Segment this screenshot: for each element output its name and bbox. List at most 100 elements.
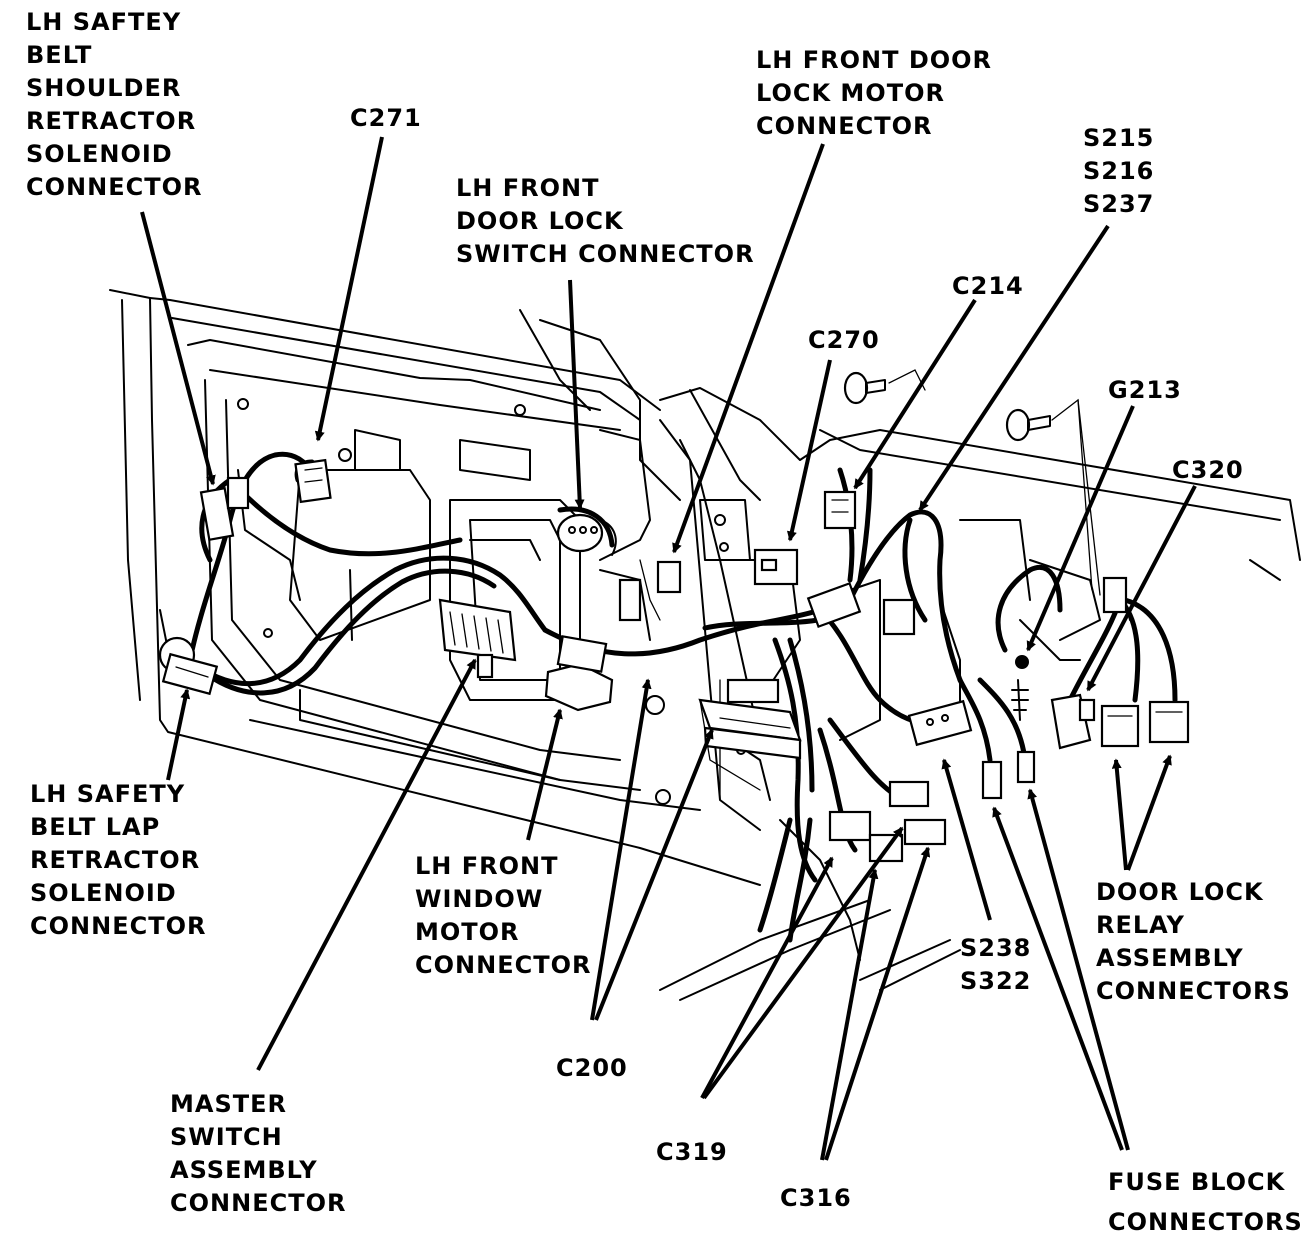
label-lh-shoulder-retractor-line-4: RETRACTOR [26, 107, 197, 135]
arrow-lock-motor [672, 143, 825, 554]
connector-fuse-block [981, 750, 1036, 800]
label-lh-lock-switch-line-3: SWITCH CONNECTOR [456, 240, 755, 268]
label-fuse-block-line-2: CONNECTORS [1108, 1208, 1303, 1236]
door-panel [109, 289, 761, 886]
label-lh-shoulder-retractor: LH SAFTEY BELT SHOULDER RETRACTOR SOLENOID CO… [26, 6, 202, 204]
label-fuse-block-line-1: FUSE BLOCK [1108, 1168, 1286, 1196]
arrow-c316-a [820, 868, 879, 1161]
arrow-lock-switch [568, 279, 585, 510]
arrow-c200-a [590, 678, 652, 1021]
arrow-c271 [314, 136, 384, 442]
label-lh-lock-motor-line-2: LOCK MOTOR [756, 79, 945, 107]
label-g213-line-1: G213 [1108, 376, 1182, 404]
arrow-door-relay-a [1111, 758, 1128, 871]
arrow-master-switch [256, 658, 477, 1071]
label-lh-lock-motor-line-1: LH FRONT DOOR [756, 46, 993, 74]
label-c270-line-1: C270 [808, 326, 880, 354]
label-lh-lap-retractor-line-2: BELT LAP [30, 813, 161, 841]
label-s238-s322-line-1: S238 [960, 934, 1032, 962]
label-lh-lap-retractor-line-1: LH SAFETY [30, 780, 186, 808]
arrow-s238 [941, 758, 992, 921]
label-lh-window-motor-line-1: LH FRONT [415, 852, 559, 880]
arrow-fuse-block-b [1027, 788, 1130, 1151]
label-c270: C270 [808, 324, 880, 357]
arrow-door-relay-b [1126, 754, 1172, 871]
label-lh-lock-switch: LH FRONT DOOR LOCK SWITCH CONNECTOR [456, 172, 755, 271]
label-lh-shoulder-retractor-line-6: CONNECTOR [26, 173, 203, 201]
label-c214: C214 [952, 270, 1024, 303]
label-lh-lap-retractor-line-4: SOLENOID [30, 879, 177, 907]
screw-g213 [1005, 408, 1051, 442]
connector-master-switch [438, 598, 517, 679]
label-lh-lap-retractor-line-3: RETRACTOR [30, 846, 201, 874]
label-s238-s322-line-2: S322 [960, 967, 1032, 995]
label-c271: C271 [350, 102, 422, 135]
label-lh-shoulder-retractor-line-3: SHOULDER [26, 74, 182, 102]
connector-window-motor [544, 635, 614, 712]
connector-lock-switch [556, 513, 617, 556]
connector-c270 [753, 548, 799, 586]
arrow-c320 [1086, 485, 1197, 692]
connector-c316 [888, 780, 947, 846]
connector-c214 [823, 490, 857, 530]
label-door-lock-relay-line-2: RELAY [1096, 911, 1185, 939]
label-c320: C320 [1172, 454, 1244, 487]
label-c319-line-1: C319 [656, 1138, 728, 1166]
arrow-window-motor [526, 708, 563, 841]
label-c200: C200 [556, 1052, 628, 1085]
arrow-s215 [918, 224, 1110, 512]
arrow-shoulder-retractor [140, 211, 216, 486]
connector-c319 [828, 810, 904, 863]
label-c316-line-1: C316 [780, 1184, 852, 1212]
connector-c320 [1050, 693, 1096, 750]
splice-s215 [1102, 576, 1128, 614]
ground-g213 [1011, 655, 1029, 721]
label-lh-shoulder-retractor-line-5: SOLENOID [26, 140, 173, 168]
label-master-switch: MASTER SWITCH ASSEMBLY CONNECTOR [170, 1088, 346, 1220]
label-master-switch-line-1: MASTER [170, 1090, 287, 1118]
arrow-c270 [786, 359, 832, 542]
label-lh-shoulder-retractor-line-2: BELT [26, 41, 93, 69]
arrow-c200-b [594, 728, 714, 1021]
label-master-switch-line-4: CONNECTOR [170, 1189, 347, 1217]
connector-c200 [698, 678, 802, 760]
connector-lap-retractor [158, 636, 219, 696]
connector-s238 [907, 699, 973, 747]
arrow-fuse-block-a [992, 806, 1124, 1151]
connector-lock-motor [618, 560, 682, 622]
label-lh-window-motor-line-4: CONNECTOR [415, 951, 592, 979]
label-master-switch-line-3: ASSEMBLY [170, 1156, 318, 1184]
connector-harness-junction [806, 581, 916, 636]
label-lh-lock-switch-line-1: LH FRONT [456, 174, 600, 202]
label-lh-window-motor-line-3: MOTOR [415, 918, 520, 946]
label-c316: C316 [780, 1182, 852, 1215]
label-c271-line-1: C271 [350, 104, 422, 132]
arrow-c316-b [824, 846, 931, 1161]
label-lh-shoulder-retractor-line-1: LH SAFTEY [26, 8, 182, 36]
label-lh-lap-retractor: LH SAFETY BELT LAP RETRACTOR SOLENOID CONNEC… [30, 778, 206, 943]
arrow-lap-retractor [166, 688, 191, 781]
label-c319: C319 [656, 1136, 728, 1169]
label-s215-s216-s237-line-1: S215 [1083, 124, 1155, 152]
label-s215-s216-s237-line-2: S216 [1083, 157, 1155, 185]
label-c320-line-1: C320 [1172, 456, 1244, 484]
leader-arrows [140, 136, 1197, 1161]
label-c214-line-1: C214 [952, 272, 1024, 300]
arrow-c319-a [700, 856, 834, 1099]
label-c200-line-1: C200 [556, 1054, 628, 1082]
label-fuse-block: FUSE BLOCK CONNECTORS [1108, 1162, 1303, 1242]
label-lh-window-motor-line-2: WINDOW [415, 885, 544, 913]
label-master-switch-line-2: SWITCH [170, 1123, 283, 1151]
label-g213: G213 [1108, 374, 1182, 407]
connector-door-relay [1100, 700, 1190, 748]
arrow-g213 [1026, 405, 1135, 652]
connector-c271 [294, 458, 332, 504]
label-lh-lock-switch-line-2: DOOR LOCK [456, 207, 624, 235]
label-lh-lap-retractor-line-5: CONNECTOR [30, 912, 207, 940]
arrow-c214 [853, 298, 977, 490]
